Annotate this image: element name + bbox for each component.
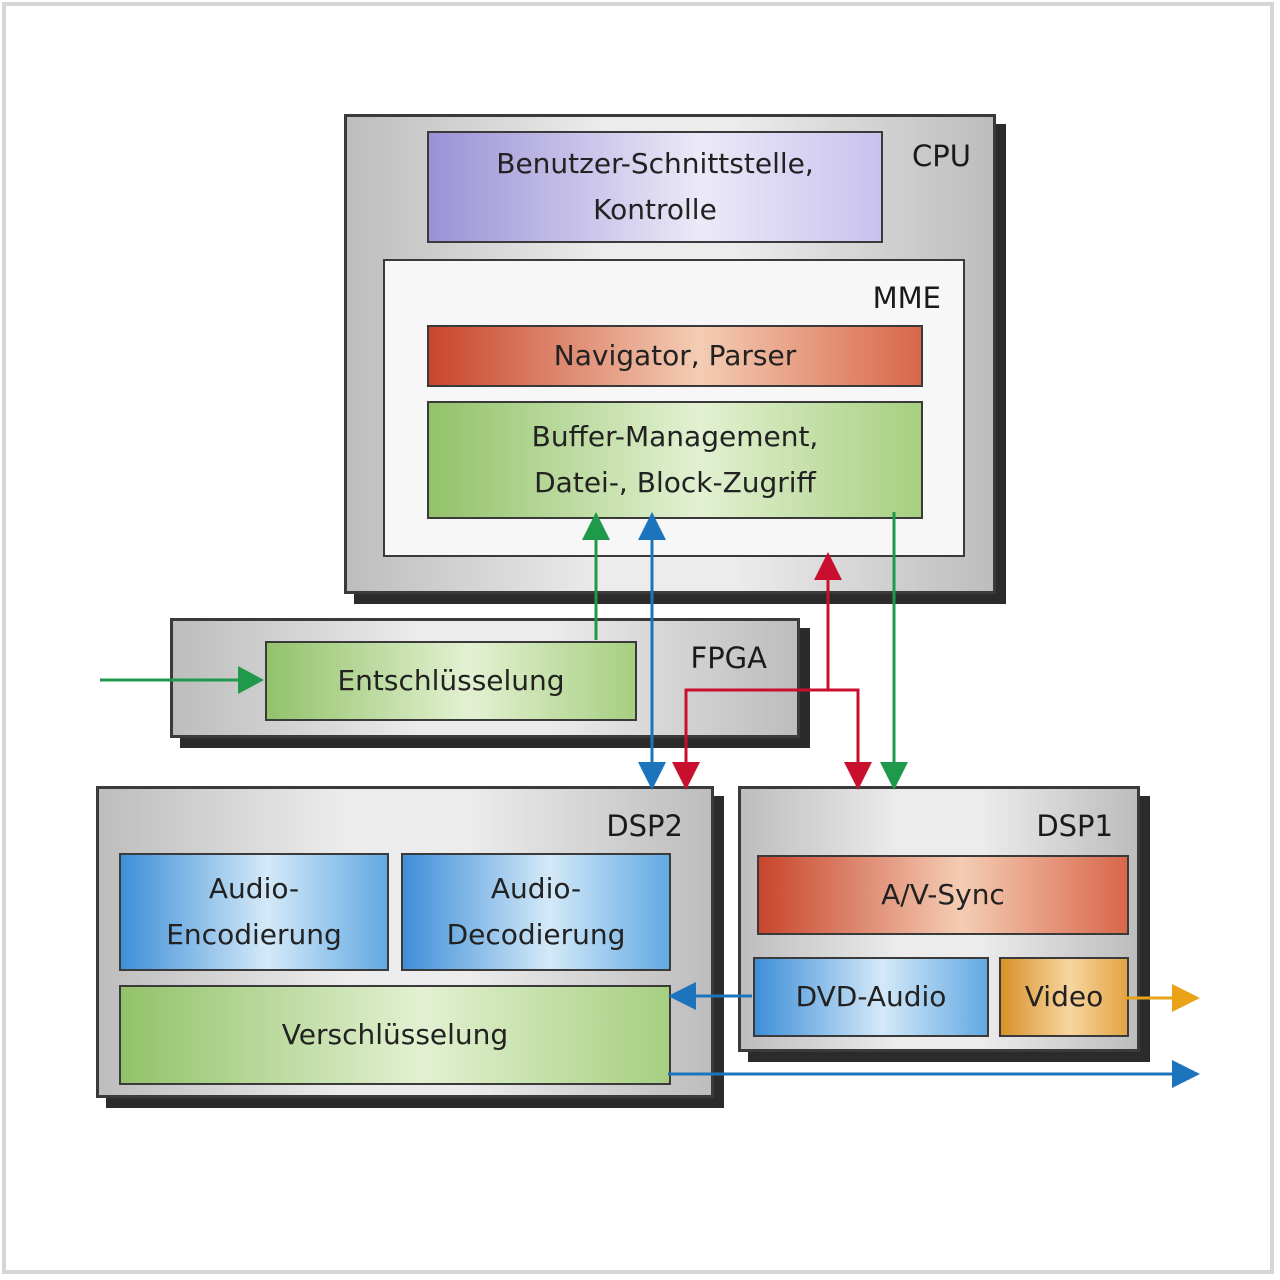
- audio-enc-line2: Encodierung: [166, 918, 342, 951]
- user-interface-line1: Benutzer-Schnittstelle,: [496, 147, 814, 180]
- audio-enc-line1: Audio-: [208, 872, 300, 905]
- av-sync-block: A/V-Sync: [757, 855, 1129, 935]
- dvd-audio-block: DVD-Audio: [753, 957, 989, 1037]
- audio-dec-line1: Audio-: [490, 872, 582, 905]
- cpu-label: CPU: [912, 139, 971, 173]
- buffer-line1: Buffer-Management,: [531, 420, 819, 453]
- fpga-label: FPGA: [690, 641, 767, 675]
- dsp1-label: DSP1: [1036, 809, 1113, 843]
- user-interface-line2: Kontrolle: [593, 193, 717, 226]
- user-interface-block: Benutzer-Schnittstelle, Kontrolle: [427, 131, 883, 243]
- audio-encoding-block: Audio- Encodierung: [119, 853, 389, 971]
- navigator-parser-block: Navigator, Parser: [427, 325, 923, 387]
- fpga-unit: FPGA Entschlüsselung: [170, 618, 800, 738]
- decryption-block: Entschlüsselung: [265, 641, 637, 721]
- mme-label: MME: [872, 281, 941, 315]
- buffer-management-block: Buffer-Management, Datei-, Block-Zugriff: [427, 401, 923, 519]
- dsp2-unit: DSP2 Audio- Encodierung Audio- Decodieru…: [96, 786, 714, 1098]
- mme-container: MME Navigator, Parser Buffer-Management,…: [383, 259, 965, 557]
- audio-decoding-block: Audio- Decodierung: [401, 853, 671, 971]
- dsp2-label: DSP2: [606, 809, 683, 843]
- dsp1-unit: DSP1 A/V-Sync DVD-Audio Video: [738, 786, 1140, 1052]
- buffer-line2: Datei-, Block-Zugriff: [534, 466, 816, 499]
- encryption-block: Verschlüsselung: [119, 985, 671, 1085]
- audio-dec-line2: Decodierung: [446, 918, 626, 951]
- cpu-unit: CPU Benutzer-Schnittstelle, Kontrolle MM…: [344, 114, 996, 594]
- video-block: Video: [999, 957, 1129, 1037]
